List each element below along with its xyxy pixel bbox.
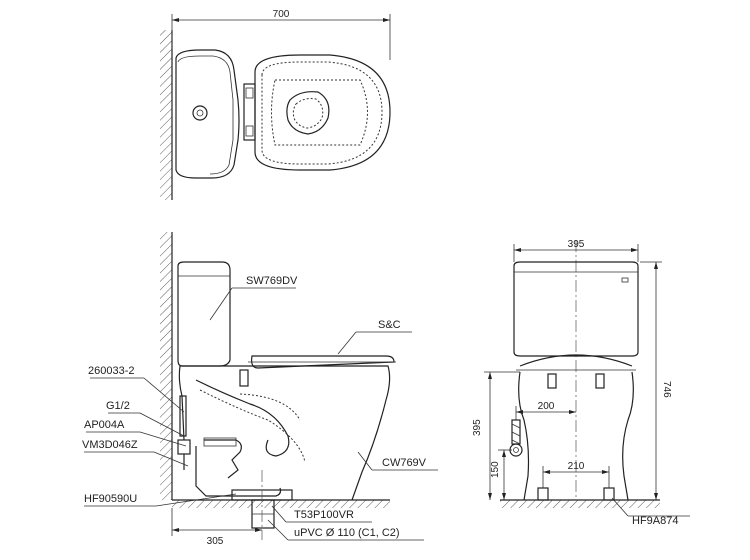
label-valve: AP004A [84,419,125,431]
label-fill-valve: VM3D046Z [82,439,138,451]
dim-front-width: 395 [568,239,585,250]
dim-rough-in: 305 [207,536,224,547]
label-pan: CW769V [382,457,427,469]
dim-outlet-height: 150 [490,461,501,478]
label-seat: SW769DV [246,275,298,287]
side-view [84,232,438,541]
label-pipe: uPVC Ø 110 (C1, C2) [294,527,400,539]
dim-height: 746 [661,381,672,398]
label-trap: T53P100VR [294,509,354,521]
front-view [484,240,690,517]
dim-inlet-offset: 200 [538,401,555,412]
label-thread: G1/2 [106,400,130,412]
label-bolt-cover: HF9A874 [632,515,678,527]
dim-feet-spacing: 210 [568,461,585,472]
label-flange: HF90590U [84,493,137,505]
dim-inlet-height: 395 [472,419,483,436]
label-sc: S&C [378,319,401,331]
label-hose: 260033-2 [88,365,135,377]
top-view [160,14,391,200]
dim-top-width: 700 [273,9,290,20]
